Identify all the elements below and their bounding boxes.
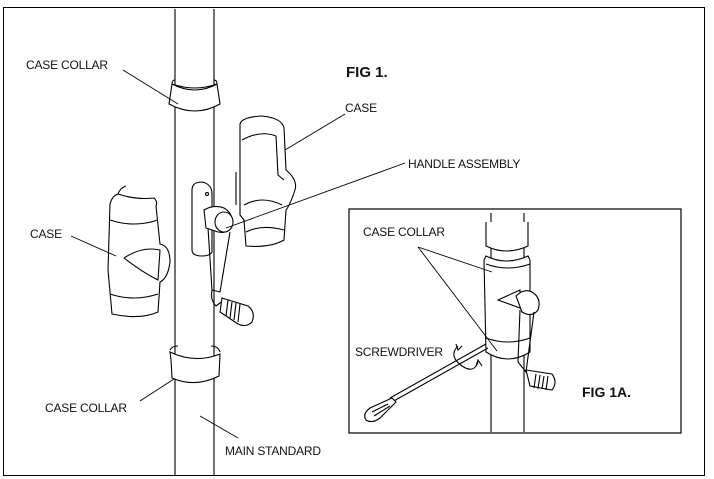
- label-case-collar-bottom: CASE COLLAR: [45, 401, 127, 415]
- leader-lines-main: [70, 69, 406, 439]
- case-right: [235, 115, 297, 247]
- rotation-arrow-icon: [453, 343, 483, 370]
- label-case-right: CASE: [345, 101, 377, 115]
- inset-handle: [515, 290, 556, 391]
- diagram-frame: [3, 7, 705, 476]
- figure-title-main: FIG 1.: [346, 64, 388, 81]
- leader-lines-inset: [417, 246, 498, 352]
- label-inset-case-collar: CASE COLLAR: [363, 225, 445, 239]
- label-case-collar-top: CASE COLLAR: [26, 58, 108, 72]
- label-case-left: CASE: [30, 227, 62, 241]
- case-collar-top: [168, 79, 221, 112]
- inset-case-assembly: [483, 222, 531, 360]
- label-handle-assembly: HANDLE ASSEMBLY: [408, 157, 521, 171]
- figure-title-inset: FIG 1A.: [582, 384, 632, 400]
- label-screwdriver: SCREWDRIVER: [355, 345, 443, 359]
- case-collar-bottom: [169, 345, 221, 384]
- inset-screwdriver: [364, 343, 489, 423]
- label-main-standard: MAIN STANDARD: [225, 444, 321, 458]
- case-left: [107, 185, 171, 318]
- handle-assembly: [191, 181, 254, 327]
